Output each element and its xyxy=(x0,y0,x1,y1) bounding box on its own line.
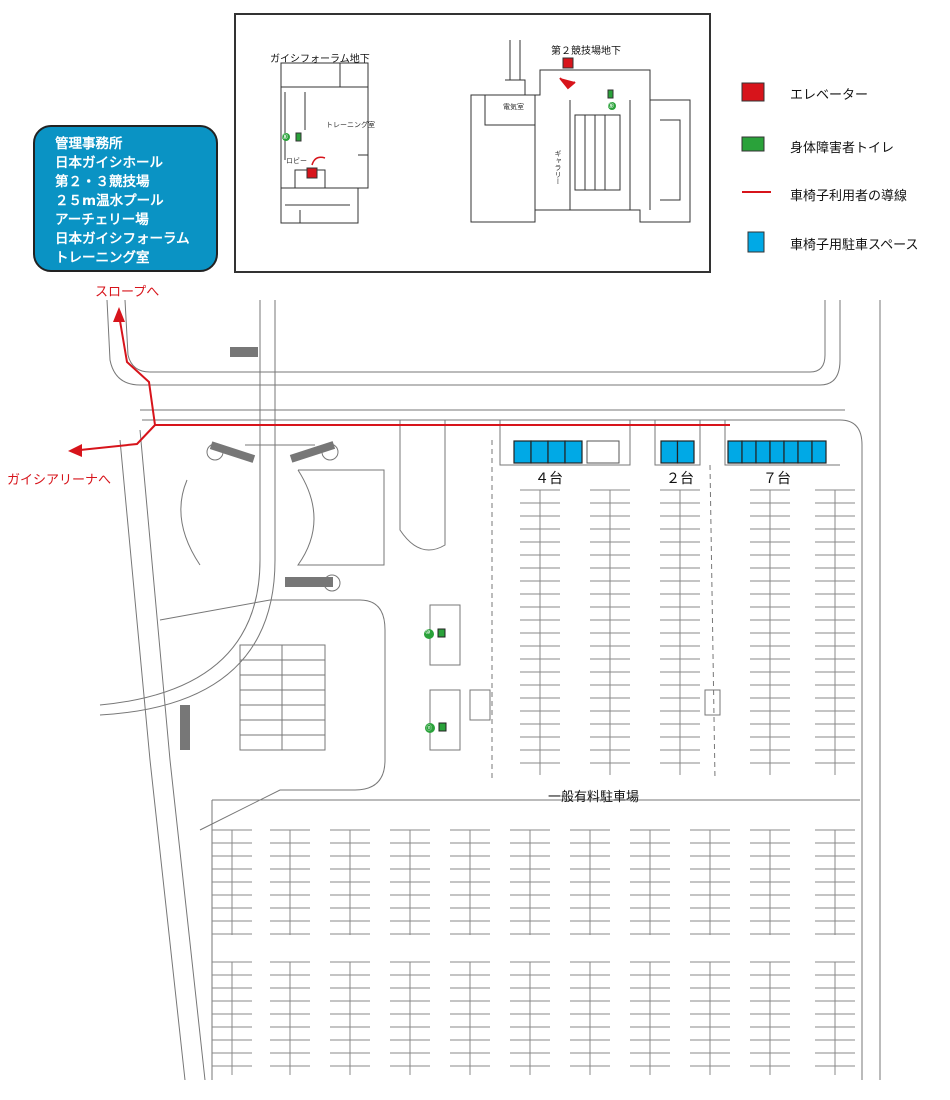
facility-line: 管理事務所 xyxy=(55,136,123,152)
parking-count-2: ２台 xyxy=(666,471,694,487)
facility-line: アーチェリー場 xyxy=(55,212,149,228)
facility-line: トレーニング室 xyxy=(55,250,150,266)
route-arrow-up xyxy=(113,307,125,322)
facility-line: ２５m温水プール xyxy=(55,193,164,209)
forum-basement-title: ガイシフォーラム地下 xyxy=(270,54,370,65)
elevator-marker xyxy=(562,57,574,69)
route-arrow-left xyxy=(68,444,82,457)
room-label: ギャラリー xyxy=(554,150,562,185)
legend-toilet: 身体障害者トイレ xyxy=(790,141,895,156)
accessible-parking-space xyxy=(547,440,566,464)
facility-line: 第２・３競技場 xyxy=(55,174,150,190)
legend-route: 車椅子利用者の導線 xyxy=(790,189,908,204)
toilet-marker xyxy=(607,89,614,99)
legend-parking: 車椅子用駐車スペース xyxy=(790,238,919,253)
accessible-parking-space xyxy=(727,440,743,464)
toilet-marker xyxy=(295,132,302,142)
room-label: 電気室 xyxy=(503,103,524,111)
accessible-parking-space xyxy=(741,440,757,464)
accessible-parking-space xyxy=(769,440,785,464)
parking-count-7: ７台 xyxy=(763,471,791,487)
facility-line: 日本ガイシフォーラム xyxy=(55,231,190,247)
room-label: トレーニング室 xyxy=(326,121,375,129)
room-label: ロビー xyxy=(286,157,307,165)
paid-parking-label: 一般有料駐車場 xyxy=(548,790,640,805)
toilet-marker xyxy=(438,722,447,732)
legend-elevator: エレベーター xyxy=(790,88,869,103)
stadium2-basement-title: 第２競技場地下 xyxy=(551,46,621,57)
accessible-parking-space xyxy=(676,440,695,464)
arena-direction-label: ガイシアリーナへ xyxy=(7,473,112,488)
wheelchair-route xyxy=(79,314,730,451)
facility-info-box: 管理事務所 日本ガイシホール 第２・３競技場 ２５m温水プール アーチェリー場 … xyxy=(33,125,218,272)
accessible-parking-space xyxy=(530,440,549,464)
toilet-marker xyxy=(437,628,446,638)
elevator-marker xyxy=(306,167,318,179)
toilet-number: ⑨ xyxy=(608,102,615,110)
facility-line: 日本ガイシホール xyxy=(55,155,163,171)
parking-legend-icon xyxy=(747,231,765,253)
toilet-legend-icon xyxy=(741,136,765,152)
toilet-number: ⑧ xyxy=(282,133,289,141)
accessible-parking-space xyxy=(755,440,771,464)
inset-frame xyxy=(234,13,711,273)
accessible-parking-space xyxy=(513,440,532,464)
toilet-number: ⑪ xyxy=(426,725,433,732)
parking-count-4: ４台 xyxy=(535,471,563,487)
accessible-parking-space xyxy=(783,440,799,464)
accessible-parking-space xyxy=(797,440,813,464)
elevator-legend-icon xyxy=(741,82,765,102)
accessible-parking-space xyxy=(660,440,679,464)
slope-direction-label: スロープへ xyxy=(95,285,160,300)
toilet-number: ⑩ xyxy=(425,629,431,636)
accessible-parking-space xyxy=(564,440,583,464)
accessible-parking-space xyxy=(811,440,827,464)
